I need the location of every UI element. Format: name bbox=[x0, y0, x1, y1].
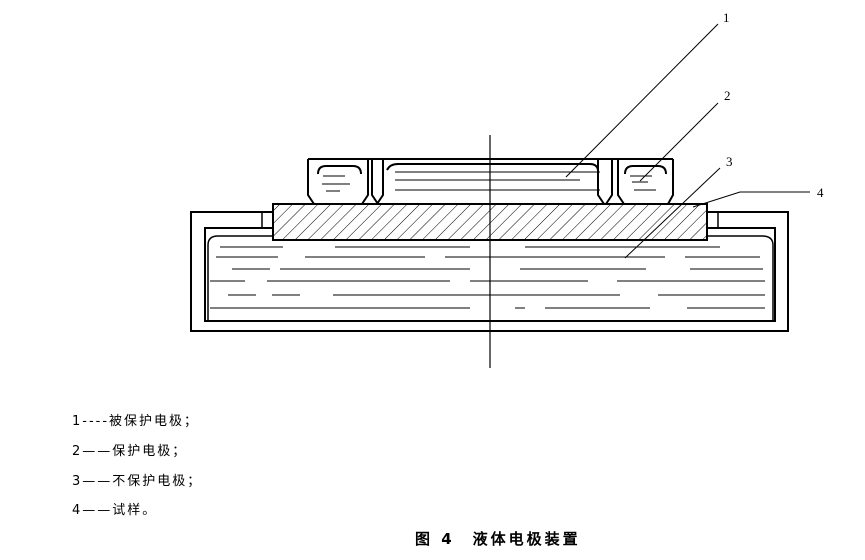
callout-3: 3 bbox=[726, 154, 733, 169]
callout-4: 4 bbox=[817, 185, 824, 200]
leader-lines bbox=[565, 23, 810, 259]
callout-2: 2 bbox=[724, 88, 731, 103]
legend-item-4: 4——试样。 bbox=[72, 503, 158, 518]
callout-1: 1 bbox=[723, 10, 730, 25]
figure-caption: 图 4 液体电极装置 bbox=[415, 528, 599, 549]
figure-number: 图 4 bbox=[415, 530, 455, 548]
liquid-lower bbox=[210, 246, 765, 309]
legend-item-2: 2——保护电极； bbox=[72, 444, 188, 459]
figure-title: 液体电极装置 bbox=[472, 530, 581, 548]
legend-item-3: 3——不保护电极； bbox=[72, 474, 203, 489]
legend-item-1: 1----被保护电极； bbox=[72, 414, 200, 429]
